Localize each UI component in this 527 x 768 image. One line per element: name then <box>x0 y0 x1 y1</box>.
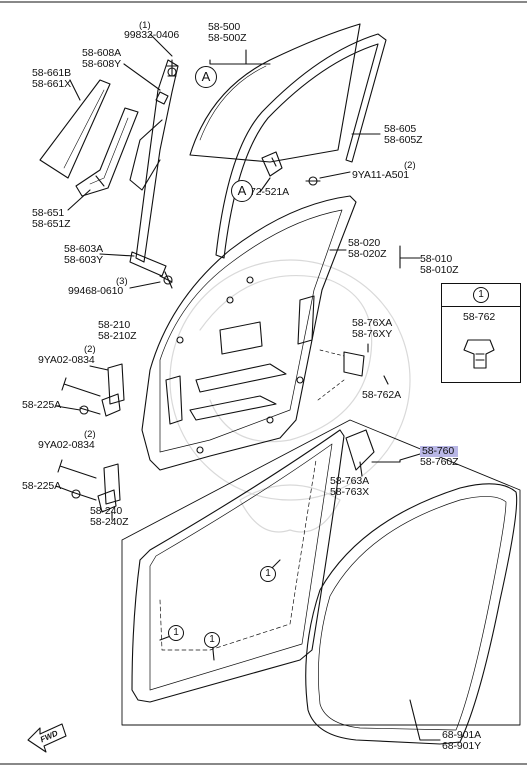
part-number: 58-603Y <box>64 254 103 266</box>
label-58-762: 58-762 <box>463 312 495 323</box>
part-number: 58-020 <box>348 237 381 249</box>
door-glass <box>189 23 361 163</box>
part-number: 58-661B <box>32 67 71 79</box>
part-number: 9YA11-A501 <box>352 169 409 181</box>
ref-1-circle: 1 <box>168 625 184 641</box>
part-number: 68-901A <box>442 729 481 741</box>
door-panel <box>141 195 357 471</box>
part-number: 58-763A <box>330 475 369 487</box>
part-number: 58-76XA <box>352 317 393 329</box>
part-number: 99832-0406 <box>124 29 180 41</box>
part-number: 58-500 <box>208 21 241 33</box>
part-number: 58-020Z <box>348 248 387 260</box>
body-weatherstrip <box>305 483 518 745</box>
label-58-225a-upper: 58-225A <box>22 400 61 411</box>
qty-marker: (2) <box>84 344 96 355</box>
part-number: 58-010Z <box>420 264 459 276</box>
part-number: 58-651Z <box>32 218 71 230</box>
qty-marker: (1) <box>139 20 151 31</box>
glass-run-channel <box>135 59 179 263</box>
label-9ya02-0834-lower: 9YA02-0834 <box>38 440 95 451</box>
quarter-glass <box>39 79 111 179</box>
part-number: 58-500Z <box>208 32 247 44</box>
part-number: 58-010 <box>420 253 453 265</box>
part-number: 58-225A <box>22 399 61 411</box>
part-number: 99468-0610 <box>68 285 124 297</box>
door-weatherstrip <box>131 429 345 703</box>
label-72-521a: 72-521A <box>250 187 289 198</box>
inset-header: 1 <box>442 284 520 307</box>
qty-marker: (3) <box>116 276 128 287</box>
label-58-225a-lower: 58-225A <box>22 481 61 492</box>
part-number: 58-225A <box>22 480 61 492</box>
part-number: 58-661X <box>32 78 71 90</box>
label-58-762a: 58-762A <box>362 390 401 401</box>
part-number: 9YA02-0834 <box>38 354 95 366</box>
quarter-glass-frame <box>75 107 139 197</box>
part-number: 58-763X <box>330 486 369 498</box>
part-number: 58-605Z <box>384 134 423 146</box>
part-number: 58-651 <box>32 207 65 219</box>
part-number: 58-608A <box>82 47 121 59</box>
part-number-highlighted[interactable]: 58-760 <box>420 446 459 457</box>
part-number: 58-760Z <box>420 456 459 468</box>
upper-hinge <box>107 363 125 405</box>
qty-marker: (2) <box>84 429 96 440</box>
watermark-emblem <box>169 259 411 533</box>
part-number: 58-608Y <box>82 58 121 70</box>
part-number: 58-603A <box>64 243 103 255</box>
part-number: 58-762 <box>463 311 496 323</box>
ref-1-circle: 1 <box>260 566 276 582</box>
part-number: 9YA02-0834 <box>38 439 95 451</box>
part-number: 58-605 <box>384 123 417 135</box>
part-number: 58-210 <box>98 319 131 331</box>
label-99468-0610: 99468-0610 <box>68 286 123 297</box>
label-9ya11-a501: 9YA11-A501 <box>352 170 409 181</box>
ref-1-circle: 1 <box>473 287 489 303</box>
ref-a-circle: A <box>231 180 253 202</box>
weatherstrip-garnish <box>345 429 375 471</box>
qty-marker: (2) <box>404 160 416 171</box>
part-number: 58-210Z <box>98 330 137 342</box>
ref-1-circle: 1 <box>204 632 220 648</box>
label-99832-0406: 99832-0406 <box>124 30 179 41</box>
inset-box: 1 58-762 <box>441 283 521 383</box>
door-glass-run <box>215 33 387 259</box>
part-number: 72-521A <box>250 186 289 198</box>
part-number: 58-76XY <box>352 328 393 340</box>
ref-a-circle: A <box>195 66 217 88</box>
label-9ya02-0834-upper: 9YA02-0834 <box>38 355 95 366</box>
part-number: 58-762A <box>362 389 401 401</box>
part-number: 68-901Y <box>442 740 481 752</box>
part-number: 58-240Z <box>90 516 129 528</box>
part-number: 58-240 <box>90 505 123 517</box>
lower-hinge <box>103 463 121 505</box>
fwd-arrow <box>27 723 67 753</box>
